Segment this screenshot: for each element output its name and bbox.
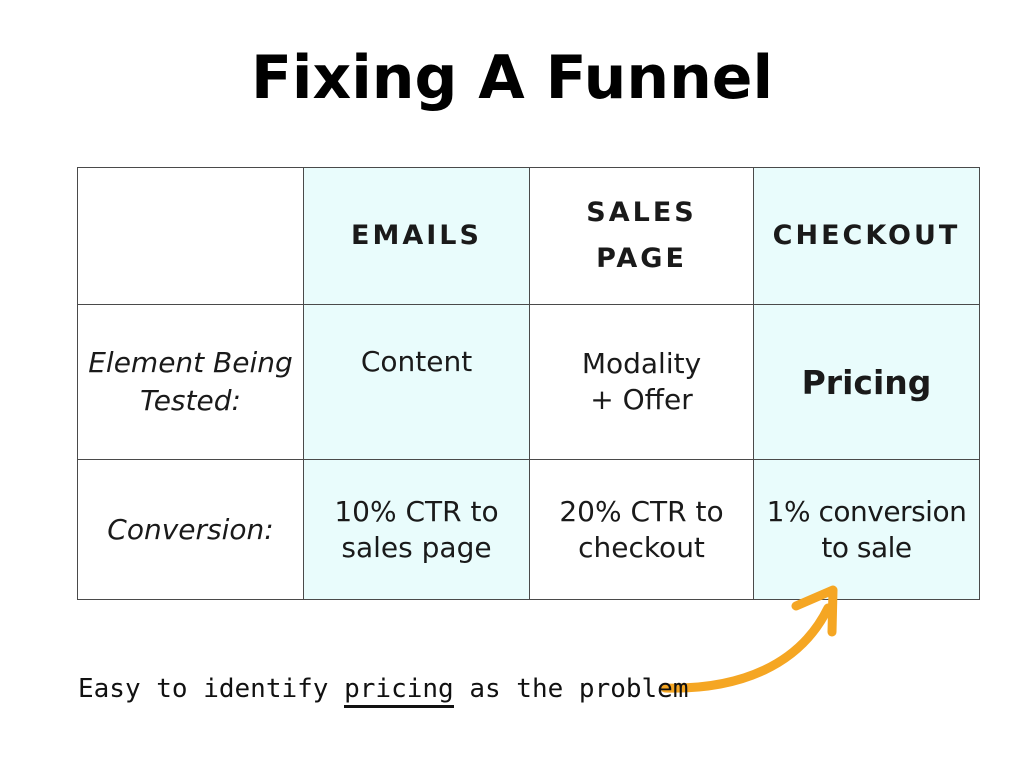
- cell-sales-page-conversion-text: 20% CTR to checkout: [559, 494, 724, 564]
- header-cell-empty: [77, 167, 304, 305]
- cell-emails-conversion-text: 10% CTR to sales page: [334, 494, 499, 564]
- funnel-table: EMAILS SALES PAGE CHECKOUT Element Being…: [77, 167, 980, 600]
- cell-emails-element-text: Content: [360, 345, 473, 378]
- caption-prefix: Easy to identify: [78, 674, 345, 704]
- row-label-conversion: Conversion:: [77, 459, 304, 600]
- row-label-element-text: Element Being Tested:: [88, 346, 293, 417]
- cell-checkout-element: Pricing: [753, 304, 980, 460]
- cell-sales-page-element: Modality + Offer: [529, 304, 754, 460]
- header-cell-emails: EMAILS: [303, 167, 530, 305]
- cell-sales-page-element-text: Modality + Offer: [581, 347, 702, 416]
- table-row: Conversion: 10% CTR to sales page 20% CT…: [77, 459, 980, 600]
- caption-suffix: as the problem: [453, 674, 689, 704]
- cell-emails-conversion: 10% CTR to sales page: [303, 459, 530, 600]
- header-cell-sales-page: SALES PAGE: [529, 167, 754, 305]
- curved-arrow-icon: [660, 585, 838, 693]
- header-cell-checkout: CHECKOUT: [753, 167, 980, 305]
- cell-checkout-conversion: 1% conversion to sale: [753, 459, 980, 600]
- caption-highlight: pricing: [344, 674, 454, 708]
- table-header-row: EMAILS SALES PAGE CHECKOUT: [77, 167, 980, 305]
- header-label-sales-page: SALES PAGE: [586, 197, 697, 274]
- cell-checkout-conversion-text: 1% conversion to sale: [766, 494, 967, 564]
- row-label-element: Element Being Tested:: [77, 304, 304, 460]
- cell-emails-element: Content: [303, 304, 530, 460]
- page-title: Fixing A Funnel: [250, 43, 774, 113]
- table-row: Element Being Tested: Content Modality +…: [77, 304, 980, 460]
- caption-note: Easy to identify pricing as the problem: [78, 667, 689, 711]
- cell-sales-page-conversion: 20% CTR to checkout: [529, 459, 754, 600]
